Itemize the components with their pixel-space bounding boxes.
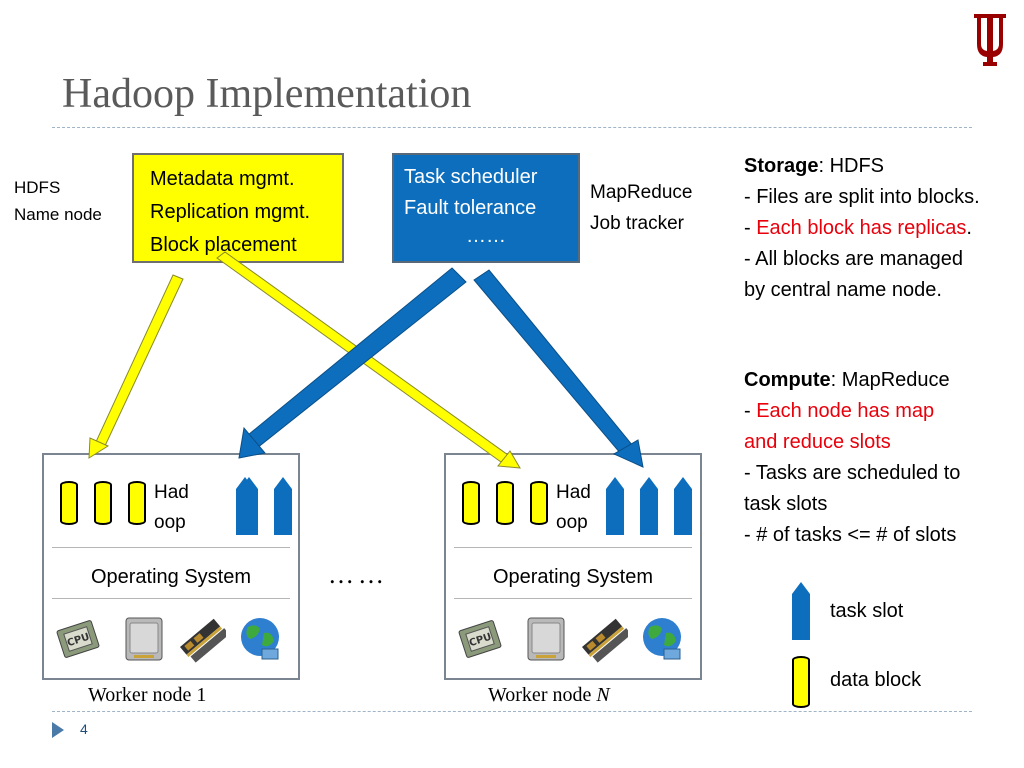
more-nodes-ellipsis: …… xyxy=(328,560,388,589)
legend-data-block-label: data block xyxy=(830,669,922,691)
data-block-icon xyxy=(94,481,112,525)
slide-bullet-icon xyxy=(52,722,64,738)
footer-divider xyxy=(52,711,972,712)
name-node-line: Replication mgmt. xyxy=(150,201,311,223)
slide-title: Hadoop Implementation xyxy=(62,71,472,117)
divider xyxy=(454,598,692,599)
task-slot-icon xyxy=(240,477,258,535)
iu-trident-logo xyxy=(974,14,1006,66)
hard-drive-icon xyxy=(125,617,163,661)
memory-stick-icon xyxy=(180,618,226,663)
divider xyxy=(454,547,692,548)
data-block-icon xyxy=(530,481,548,525)
job-tracker-ellipsis: …… xyxy=(466,225,506,247)
hdfs-label: HDFS Name node xyxy=(14,178,102,224)
data-block-icon xyxy=(60,481,78,525)
job-tracker-line: Fault tolerance xyxy=(404,197,537,219)
os-label: Operating System xyxy=(90,566,252,588)
legend-task-slot-icon xyxy=(792,582,810,640)
blue-arrow xyxy=(238,267,467,459)
task-slot-icon xyxy=(640,477,658,535)
data-block-icon xyxy=(496,481,514,525)
hard-drive-icon xyxy=(527,617,565,661)
name-node-line: Metadata mgmt. xyxy=(150,168,295,190)
blue-arrow xyxy=(473,269,644,468)
worker-node-n-caption: Worker node N xyxy=(488,684,610,706)
mapreduce-label: MapReduce Job tracker xyxy=(590,182,693,234)
name-node-box: Metadata mgmt. Replication mgmt. Block p… xyxy=(132,153,344,263)
task-slot-icon xyxy=(674,477,692,535)
title-divider xyxy=(52,127,972,128)
compute-panel: Compute: MapReduce - Each node has map a… xyxy=(744,369,961,546)
name-node-line: Block placement xyxy=(150,234,297,256)
task-slot-icon xyxy=(606,477,624,535)
page-number: 4 xyxy=(80,721,88,737)
divider xyxy=(52,598,290,599)
yellow-arrow xyxy=(88,274,184,459)
data-block-icon xyxy=(462,481,480,525)
network-globe-icon xyxy=(241,618,279,660)
data-block-icon xyxy=(128,481,146,525)
divider xyxy=(52,547,290,548)
legend-task-slot-label: task slot xyxy=(830,600,904,622)
job-tracker-box: Task scheduler Fault tolerance …… xyxy=(392,153,580,263)
os-label: Operating System xyxy=(492,566,654,588)
memory-stick-icon xyxy=(582,618,628,663)
worker-node-1-caption: Worker node 1 xyxy=(88,684,207,706)
legend-data-block-icon xyxy=(792,656,810,708)
job-tracker-line: Task scheduler xyxy=(404,166,538,188)
cpu-icon: CPU xyxy=(56,620,100,658)
cpu-icon: CPU xyxy=(458,620,502,658)
task-slot-icon xyxy=(274,477,292,535)
network-globe-icon xyxy=(643,618,681,660)
yellow-arrow xyxy=(216,251,521,469)
storage-panel: Storage: HDFS - Files are split into blo… xyxy=(744,155,980,301)
